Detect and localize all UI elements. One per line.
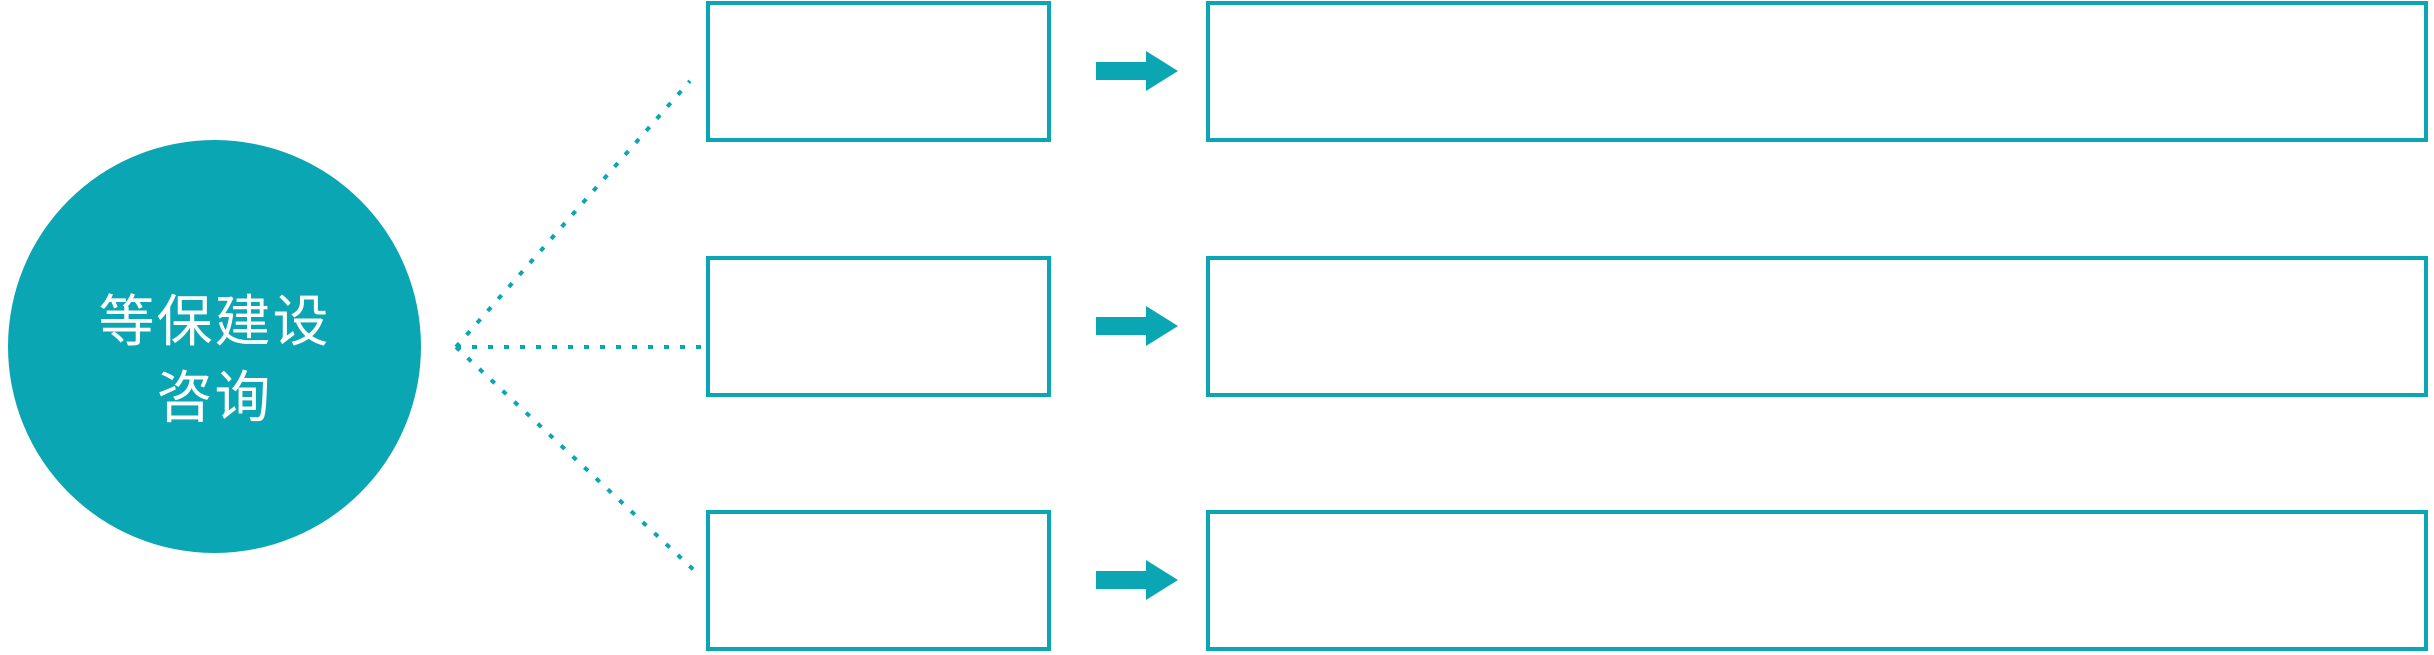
detail-box [1206, 256, 2428, 397]
topic-circle-label-line2: 咨询 [156, 365, 273, 429]
arrow-right-icon [1096, 306, 1178, 346]
flow-row [0, 510, 2434, 651]
detail-box [1206, 1, 2428, 142]
topic-circle-label: 等保建设 咨询 [99, 258, 331, 436]
arrow-right-icon [1096, 560, 1178, 600]
flow-row [0, 256, 2434, 397]
step-box [706, 510, 1051, 651]
detail-box [1206, 510, 2428, 651]
step-box [706, 1, 1051, 142]
topic-circle: 等保建设 咨询 [8, 140, 421, 553]
topic-circle-label-line1: 等保建设 [98, 289, 331, 353]
step-box [706, 256, 1051, 397]
arrow-right-icon [1096, 51, 1178, 91]
flow-row [0, 1, 2434, 142]
